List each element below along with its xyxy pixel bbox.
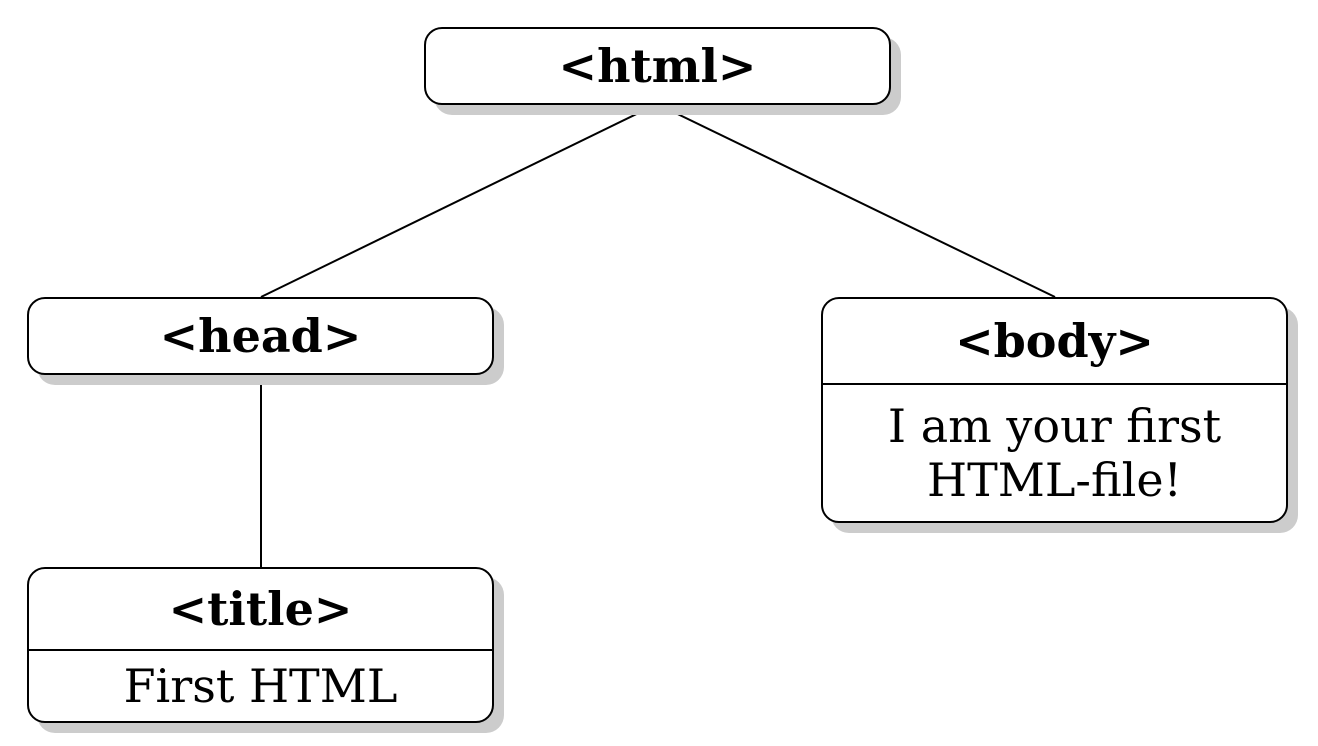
node-html: <html> <box>424 27 891 105</box>
node-body-text-line1: I am your first <box>887 398 1222 453</box>
edge-html-head <box>260 103 658 298</box>
node-html-tag: <html> <box>558 39 757 93</box>
node-head: <head> <box>27 297 494 375</box>
node-title-text: First HTML <box>123 658 398 713</box>
node-body-text-line2: HTML-file! <box>926 453 1183 507</box>
node-title-tag: <title> <box>168 582 353 636</box>
node-title-content: First HTML <box>29 649 492 721</box>
node-body: <body> I am your first HTML-file! <box>821 297 1288 523</box>
node-head-tag: <head> <box>159 309 362 363</box>
edge-html-body <box>656 103 1056 298</box>
node-body-content: I am your first HTML-file! <box>823 383 1286 521</box>
node-body-tag: <body> <box>955 314 1154 368</box>
node-title: <title> First HTML <box>27 567 494 723</box>
